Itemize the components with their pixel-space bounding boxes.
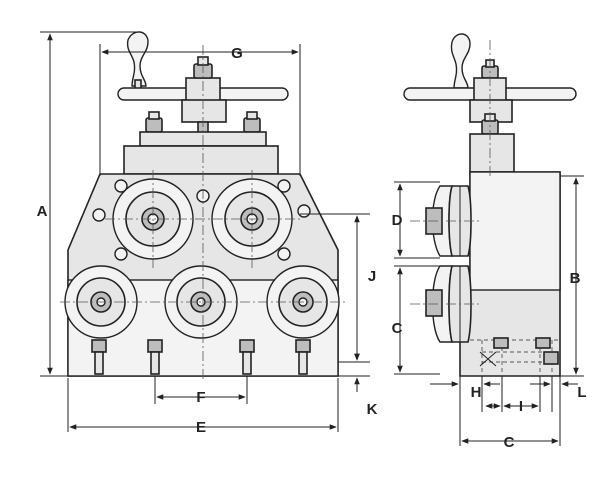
label-g: G [231,45,243,62]
front-top-plate [123,111,279,175]
front-upper-roll-left [112,178,194,260]
side-upper-body [469,171,561,291]
front-view [60,31,345,380]
label-a: A [37,203,48,220]
front-adjust-screws [91,339,311,375]
side-view [403,33,577,377]
side-base-details [470,337,560,376]
label-k: K [367,401,378,418]
label-c-side: C [392,320,403,337]
label-l: L [577,384,586,401]
label-d: D [392,212,403,229]
label-j: J [368,268,376,285]
dimension-lines [40,31,584,446]
label-i: I [519,398,523,415]
label-e: E [196,419,206,436]
front-body-screws [92,179,311,261]
label-b: B [570,270,581,287]
side-neck [469,133,515,173]
label-h: H [471,384,482,401]
dimension-labels: A G J K F E D C B H I L C [37,45,587,451]
label-f: F [196,389,205,406]
label-c-bottom: C [504,434,515,451]
side-center-lines [410,40,491,305]
front-center-lines [60,45,345,380]
